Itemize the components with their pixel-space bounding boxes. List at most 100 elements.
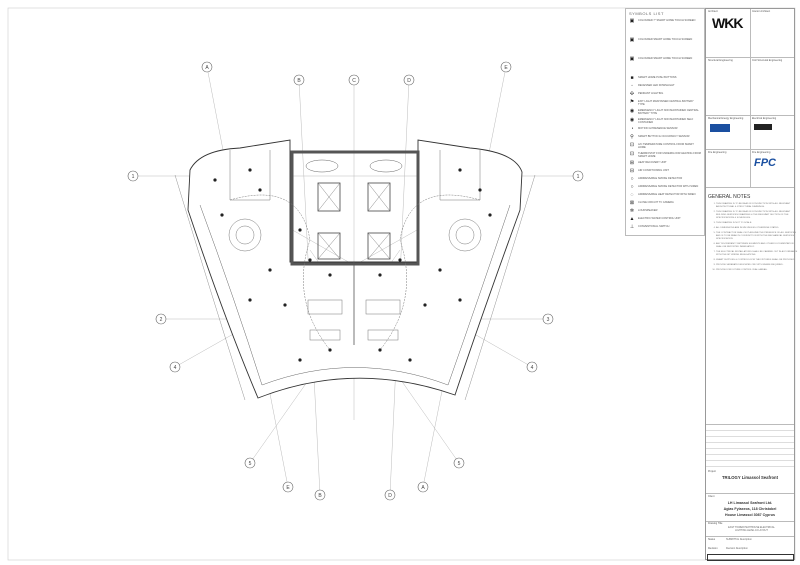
downlight-icon: [378, 273, 382, 277]
symbol-label: AIR CONDITIONING UNIT: [638, 169, 669, 172]
atlantis-logo: [710, 124, 730, 132]
smart-panel-icon: ▣: [629, 18, 635, 24]
project-name: TRILOGY Limassol Seafront: [722, 475, 778, 480]
general-note: THE CONTRACTOR SHALL NOT ASSUME THE PRES…: [716, 232, 798, 241]
grid-bubble-label: D: [388, 493, 392, 499]
symbol-label: LOUDSPEAKER: [638, 209, 658, 212]
grid-bubble: [155, 313, 167, 325]
downlight-icon: [438, 268, 442, 272]
downlight-icon: [328, 273, 332, 277]
grid-bubble: [417, 481, 429, 493]
symbol-label: MOTION & PRESENCE SENSOR: [638, 127, 678, 130]
downlight-icon: [458, 168, 462, 172]
grid-bubble-label: E: [504, 65, 508, 71]
smart-panel-icon: ▣: [629, 37, 635, 43]
symbol-label: SMART BUTTON & OCCUPANCY SENSOR: [638, 135, 690, 138]
symbol-label: PENDANT LIGHTING: [638, 92, 664, 95]
symbol-label: SMART HOME PUSH BUTTONS: [638, 76, 677, 79]
architect-logo: WKK: [712, 15, 743, 31]
emergency-light-icon: ◉: [629, 108, 635, 114]
symbol-label: COLOURED SMART HOME TOUCH SCREEN: [638, 57, 693, 60]
downlight-icon: [298, 228, 302, 232]
grid-bubble-label: B: [318, 493, 322, 499]
symbol-item: ⊡THERMOSTAT FOR UNDERFLOOR HEATING FROM …: [629, 152, 701, 159]
mech-label: Mechanical Energy Engineering: [708, 117, 744, 120]
symbol-item: ⊞HEAT RECOVERY UNIT: [629, 161, 701, 166]
symbol-item: ⊡A/C TEMPERATURE CONTROL FROM SMART HOME: [629, 142, 701, 150]
cctv-icon: ⊠: [629, 200, 635, 206]
general-note: THIS DRAWING IS TO BE READ IN CONJUNCTIO…: [716, 211, 798, 220]
symbol-item: ◌ADDRESSABLE HEAT DETECTOR WITH SIREN: [629, 193, 701, 198]
downlight-icon: [408, 358, 412, 362]
general-note: PROVIDE SEPARATE DEDICATED CIRCUITS WHER…: [716, 264, 798, 267]
grid-bubble-label: C: [352, 78, 356, 84]
switch-icon: ⊥: [629, 224, 635, 230]
symbol-item: ○ADDRESSABLE SMOKE DETECTOR: [629, 177, 701, 182]
symbol-item: ⊟AIR CONDITIONING UNIT: [629, 169, 701, 174]
symbol-label: THERMOSTAT FOR UNDERFLOOR HEATING FROM S…: [638, 152, 701, 158]
grid-bubble-label: D: [407, 78, 411, 84]
symbol-label: HEAT RECOVERY UNIT: [638, 161, 667, 164]
grid-bubble-label: 4: [531, 365, 534, 371]
grid-bubble: [169, 361, 181, 373]
downlight-icon: ◦: [631, 83, 633, 89]
symbol-item: ▣COLOURED SMART HOME TOUCH SCREEN: [629, 38, 701, 43]
symbol-item: ⊥CONVENTIONAL SWITCH: [629, 225, 701, 230]
fire-label: Fire Engineering: [752, 151, 771, 154]
symbol-item: ⚑EXIT LIGHT MAINTAINED CENTRAL BATTERY T…: [629, 99, 701, 107]
symbol-label: CLOSE CIRCUIT TV CAMERA: [638, 201, 674, 204]
symbol-item: ◦ RECESSED LED DOWNLIGHT: [629, 84, 701, 89]
symbols-list: SYMBOLS LIST ▣COLOURED 7" SMART HOME TOU…: [625, 8, 705, 236]
symbol-label: ELECTRIC WATER CONTROL UNIT: [638, 217, 681, 220]
symbol-item: ▣COLOURED 7" SMART HOME TOUCH SCREEN: [629, 19, 701, 24]
revision-table: [706, 424, 794, 470]
downlight-icon: [423, 303, 427, 307]
revision-label: Revision: [708, 547, 718, 550]
client-line: LH Limassol Seafront Ltd.: [727, 501, 773, 505]
downlight-icon: [248, 298, 252, 302]
symbol-item: ○ADDRESSABLE SMOKE DETECTOR WITH SIREN: [629, 185, 701, 190]
grid-bubble: [453, 457, 465, 469]
symbol-label: ADDRESSABLE HEAT DETECTOR WITH SIREN: [638, 193, 696, 196]
exit-light-icon: ⚑: [629, 99, 635, 105]
grid-bubble: [201, 61, 213, 73]
symbol-item: ✣PENDANT LIGHTING: [629, 92, 701, 97]
drawing-title-label: Drawing Title: [708, 522, 723, 525]
symbol-item: ■SMART HOME PUSH BUTTONS: [629, 76, 701, 81]
downlight-icon: [258, 188, 262, 192]
grid-bubble-label: A: [205, 65, 209, 71]
sheet-border: [7, 7, 796, 561]
downlight-icon: [220, 213, 224, 217]
general-note: ANY DISCREPANCY BETWEEN ELEMENTS AND OTH…: [716, 243, 798, 249]
symbol-item: ◉EMERGENCY LIGHT NON MAINTAINED SELF CON…: [629, 118, 701, 125]
status-label: Status: [708, 538, 716, 541]
grid-bubble-label: B: [297, 78, 301, 84]
symbol-item: ◉EMERGENCY LIGHT NON MAINTAINED CENTRAL …: [629, 108, 701, 116]
general-note: THE ELECTRICAL INSTALLATIONS SHALL BE CA…: [716, 251, 798, 257]
fire-label-left: Fire Engineering: [708, 151, 727, 154]
client-line: Agias Fylaxeos, 118 Christobel: [723, 507, 777, 511]
symbol-label: COLOURED 7" SMART HOME TOUCH SCREEN: [638, 19, 696, 22]
downlight-icon: [308, 258, 312, 262]
downlight-icon: [248, 168, 252, 172]
grid-bubble: [526, 361, 538, 373]
pendant-icon: ✣: [629, 91, 635, 97]
downlight-icon: [213, 178, 217, 182]
grid-bubble-label: 1: [577, 174, 580, 180]
building-outline: [174, 139, 536, 401]
loudspeaker-icon: ✲: [629, 208, 635, 214]
symbol-label: EXIT LIGHT MAINTAINED CENTRAL BATTERY TY…: [638, 100, 694, 106]
grid-bubble: [572, 170, 584, 182]
thermostat-icon: ⊡: [629, 142, 635, 148]
title-block: Architect WKK Interior Architect Structu…: [705, 8, 798, 561]
downlight-icon: [478, 188, 482, 192]
general-note: THIS DRAWING IS TO BE READ IN CONJUNCTIO…: [716, 203, 798, 209]
client-address: LH Limassol Seafront Ltd. Agias Fylaxeos…: [706, 500, 794, 518]
grid-bubble-label: 4: [174, 365, 177, 371]
symbol-item: ◔MOTION & PRESENCE SENSOR: [629, 127, 701, 132]
general-notes-title: GENERAL NOTES: [708, 194, 751, 200]
general-note: PROVIDE FOR FUTURE CONTROL IN ALL AREAS.: [716, 269, 798, 272]
general-note: SMART SUPPLIES & CONTROLS FOR THE FIXTUR…: [716, 259, 798, 262]
symbol-label: RECESSED LED DOWNLIGHT: [638, 84, 675, 87]
symbol-label: EMERGENCY LIGHT NON MAINTAINED SELF CONT…: [638, 118, 694, 124]
